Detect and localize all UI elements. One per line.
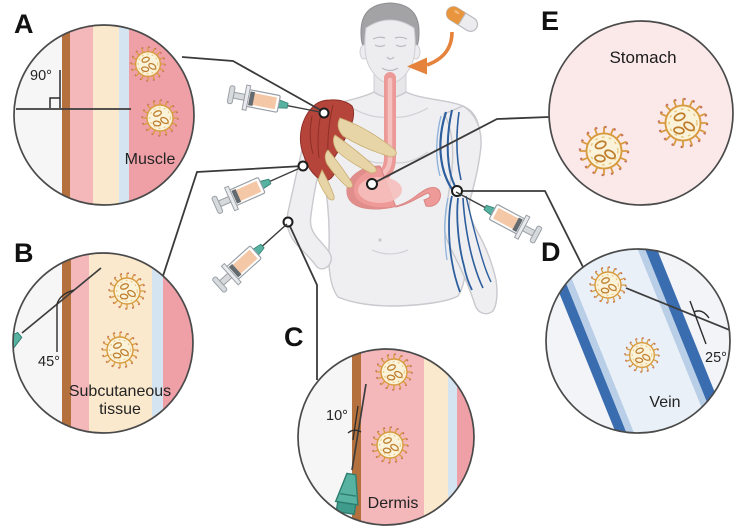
needle-B (21, 267, 102, 334)
deltoid-muscle (299, 99, 397, 201)
tissue-label-A: Muscle (125, 151, 176, 168)
panel-D-vein-circle: 25° Vein (545, 248, 731, 434)
connector-to-panel-C (287, 221, 318, 380)
angle-value-C: 10° (326, 408, 348, 424)
panel-letter-A: A (14, 9, 34, 39)
human-torso-figure (286, 2, 498, 315)
connector-lines (160, 56, 584, 380)
injection-site-markers (282, 107, 463, 228)
angle-mark-D (689, 300, 710, 345)
angle-value-B: 45° (38, 354, 60, 370)
tissue-label-D: Vein (649, 394, 680, 411)
panel-E-stomach-circle: Stomach (548, 20, 734, 206)
tissue-label-C: Dermis (368, 495, 419, 512)
angle-mark-C (347, 405, 362, 441)
panel-B-subcutaneous-circle: 45° Subcutaneous tissue (12, 252, 194, 434)
marker-stomach (366, 178, 378, 190)
angle-mark-B (56, 289, 75, 352)
marker-intramuscular (318, 107, 330, 119)
tissue-label-B-line2: tissue (99, 401, 141, 418)
navel (378, 238, 382, 242)
connector-to-panel-A (181, 56, 325, 113)
syringe-intradermal (208, 214, 297, 297)
face-features (372, 36, 408, 72)
tendons (317, 117, 397, 201)
angle-value-D: 25° (705, 350, 727, 366)
panel-letter-E: E (541, 6, 559, 36)
right-angle-mark (49, 70, 61, 108)
panel-letter-B: B (14, 238, 34, 268)
tissue-label-E: Stomach (609, 48, 676, 67)
capsule-pill-icon (445, 6, 479, 32)
head (359, 2, 421, 84)
panel-A-muscle-circle: 90° Muscle (13, 24, 195, 206)
connector-to-panel-B (160, 165, 304, 283)
panel-letter-C: C (284, 322, 304, 352)
oral-route-arrow-icon (407, 31, 454, 75)
angle-value-A: 90° (30, 68, 52, 84)
tissue-label-B-line1: Subcutaneous (69, 383, 171, 400)
connector-to-panel-E (371, 116, 550, 185)
panel-letter-D: D (541, 237, 561, 267)
needle-D (625, 287, 730, 334)
panel-C-dermis-circle: 10° Dermis (297, 348, 475, 526)
connector-to-panel-D (457, 190, 584, 268)
needle-C (351, 383, 367, 471)
marker-subcutaneous (297, 160, 309, 172)
